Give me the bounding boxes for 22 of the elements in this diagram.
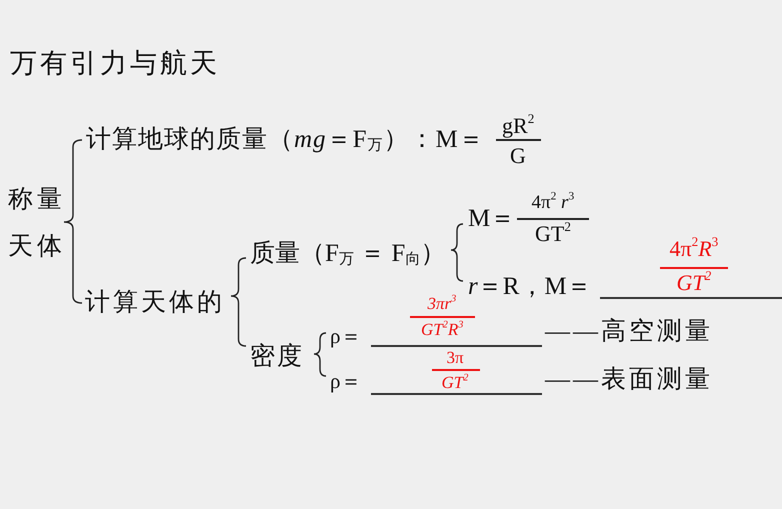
branch-text: 密度 bbox=[250, 344, 304, 369]
fraction-denominator: G bbox=[510, 145, 526, 167]
answer-denominator: GT$^{2}$ bbox=[442, 374, 468, 391]
answer-numerator: 3πr$^{3}$ bbox=[428, 295, 456, 312]
formula-text: r＝R，M＝ bbox=[468, 274, 592, 299]
diagram-title: 万有引力与航天 bbox=[10, 50, 220, 77]
answer-denominator: GT$^{2}$R$^{3}$ bbox=[421, 321, 464, 338]
fraction-denominator: GT$^{2}$ bbox=[535, 223, 571, 245]
branch-text: 质量（F$_{万}$ ＝ F$_{向}$） bbox=[250, 241, 446, 266]
fraction-numerator: 4π$^{2}$ r$^{3}$ bbox=[532, 193, 574, 212]
answer-numerator: 3π bbox=[446, 349, 464, 366]
formula-text: M＝ bbox=[468, 206, 516, 231]
formula-text: ρ＝ bbox=[330, 326, 362, 347]
formula-text: ρ＝ bbox=[330, 371, 362, 392]
fraction-numerator: gR$^{2}$ bbox=[502, 115, 534, 137]
method-text: ——表面测量 bbox=[545, 367, 713, 392]
topic-label: 称量天体 bbox=[8, 185, 67, 262]
answer-denominator: GT$^{2}$ bbox=[676, 272, 712, 294]
branch-text: 计算天体的 bbox=[85, 290, 225, 315]
branch-text: 计算地球的质量（mg＝F$_{万}$）：M＝ bbox=[86, 127, 485, 152]
answer-numerator: 4π$^{2}$R$^{3}$ bbox=[670, 238, 718, 260]
method-text: ——高空测量 bbox=[545, 319, 713, 344]
